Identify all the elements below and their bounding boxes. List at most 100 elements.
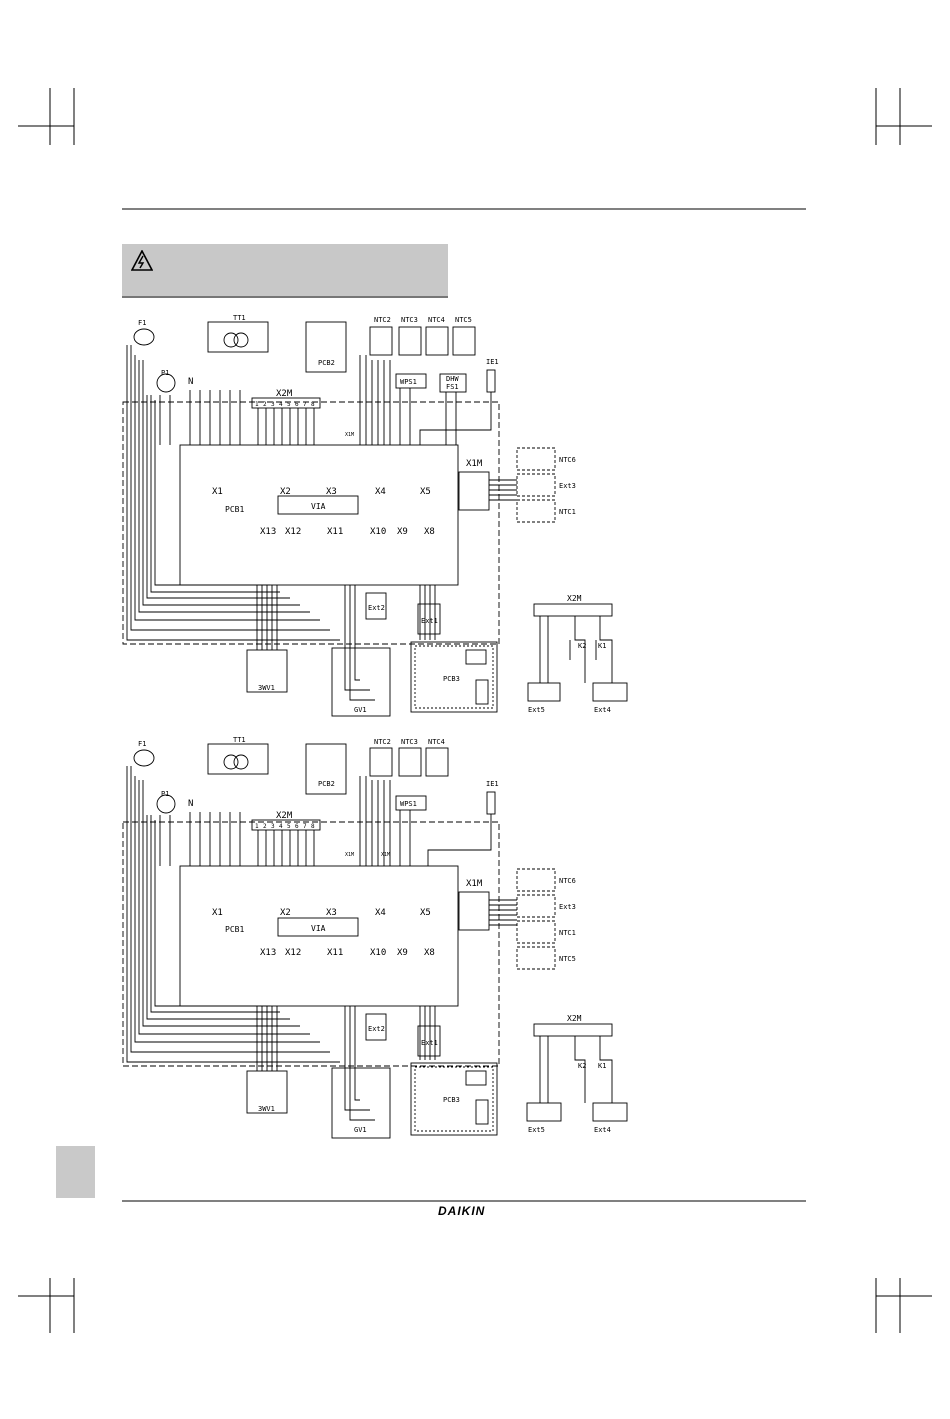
section-tab (56, 1146, 95, 1198)
label-NTC5: NTC5 (455, 316, 472, 324)
label-X3-b: X3 (326, 908, 337, 918)
svg-text:8: 8 (311, 823, 315, 830)
label-X2M-b: X2M (276, 811, 293, 821)
label-X4-b: X4 (375, 908, 386, 918)
label-X8: X8 (424, 527, 435, 537)
label-X9: X9 (397, 527, 408, 537)
label-NTC2-b: NTC2 (374, 738, 391, 746)
label-NTC4: NTC4 (428, 316, 445, 324)
svg-text:7: 7 (303, 401, 307, 408)
label-GV1: GV1 (354, 706, 367, 714)
label-NTC1-b: NTC1 (559, 929, 576, 937)
label-K2: K2 (578, 642, 586, 650)
label-Ext5-b: Ext5 (528, 1126, 545, 1134)
warning-banner (122, 244, 448, 297)
label-IE1: IE1 (486, 358, 499, 366)
label-TT1-b: TT1 (233, 736, 246, 744)
label-Ext2: Ext2 (368, 604, 385, 612)
label-X12-b: X12 (285, 948, 301, 958)
svg-text:8: 8 (311, 401, 315, 408)
label-K2-b: K2 (578, 1062, 586, 1070)
label-NTC1: NTC1 (559, 508, 576, 516)
label-Ext4: Ext4 (594, 706, 611, 714)
label-N-b: N (188, 799, 193, 809)
label-F1-b: F1 (138, 740, 146, 748)
svg-text:4: 4 (279, 823, 283, 830)
label-X1M-b: X1M (466, 879, 483, 889)
label-Ext5: Ext5 (528, 706, 545, 714)
label-PCB2: PCB2 (318, 359, 335, 367)
label-X1-b: X1 (212, 908, 223, 918)
label-X2: X2 (280, 487, 291, 497)
label-X1M-small-a: X1M (345, 852, 354, 858)
label-NTC6-b: NTC6 (559, 877, 576, 885)
label-VIA-b: VIA (311, 924, 326, 933)
label-VIA: VIA (311, 502, 326, 511)
label-K1-b: K1 (598, 1062, 606, 1070)
label-X11: X11 (327, 527, 343, 537)
label-NTC6: NTC6 (559, 456, 576, 464)
label-X2M: X2M (276, 389, 293, 399)
label-X13-b: X13 (260, 948, 276, 958)
warning-banner-rule (122, 296, 448, 298)
label-Ext1: Ext1 (421, 617, 438, 625)
label-NTC3: NTC3 (401, 316, 418, 324)
label-X13: X13 (260, 527, 276, 537)
label-X4: X4 (375, 487, 386, 497)
svg-text:3: 3 (271, 401, 275, 408)
label-PCB1: PCB1 (225, 505, 244, 514)
label-Ext1-b: Ext1 (421, 1039, 438, 1047)
label-X10: X10 (370, 527, 386, 537)
svg-text:1: 1 (255, 823, 259, 830)
label-WPS1: WPS1 (400, 378, 417, 386)
label-X2M-right: X2M (567, 594, 582, 603)
label-NTC5-b: NTC5 (559, 955, 576, 963)
label-Ext2-b: Ext2 (368, 1025, 385, 1033)
svg-text:5: 5 (287, 401, 291, 408)
label-X1M: X1M (466, 459, 483, 469)
label-X11-b: X11 (327, 948, 343, 958)
svg-text:1: 1 (255, 401, 259, 408)
x2m-terminal-labels-bottom: 1 2 3 4 5 6 7 8 (255, 823, 315, 830)
label-X1: X1 (212, 487, 223, 497)
label-PCB2-b: PCB2 (318, 780, 335, 788)
label-X2M-right-b: X2M (567, 1014, 582, 1023)
label-Ext4-b: Ext4 (594, 1126, 611, 1134)
svg-text:2: 2 (263, 823, 267, 830)
label-FS1: FS1 (446, 383, 459, 391)
label-X2-b: X2 (280, 908, 291, 918)
label-3WV1: 3WV1 (258, 684, 275, 692)
label-X5: X5 (420, 487, 431, 497)
label-PCB1-b: PCB1 (225, 925, 244, 934)
label-Ext3-b: Ext3 (559, 903, 576, 911)
label-X5-b: X5 (420, 908, 431, 918)
label-P1-b: P1 (161, 790, 169, 798)
svg-text:7: 7 (303, 823, 307, 830)
label-PCB3: PCB3 (443, 675, 460, 683)
svg-text:5: 5 (287, 823, 291, 830)
label-NTC2: NTC2 (374, 316, 391, 324)
x2m-terminal-labels-top: 1 2 3 4 5 6 7 8 (255, 401, 315, 408)
label-NTC3-b: NTC3 (401, 738, 418, 746)
label-X1M-small: X1M (345, 432, 354, 438)
label-X3: X3 (326, 487, 337, 497)
label-X10-b: X10 (370, 948, 386, 958)
label-IE1-b: IE1 (486, 780, 499, 788)
svg-text:3: 3 (271, 823, 275, 830)
daikin-logo: DAIKIN (438, 1204, 486, 1218)
electric-hazard-icon (131, 250, 153, 271)
svg-text:4: 4 (279, 401, 283, 408)
label-Ext3: Ext3 (559, 482, 576, 490)
label-P1: P1 (161, 369, 169, 377)
label-X9-b: X9 (397, 948, 408, 958)
svg-text:6: 6 (295, 823, 299, 830)
label-PCB3-b: PCB3 (443, 1096, 460, 1104)
label-TT1: TT1 (233, 314, 246, 322)
label-DHW: DHW (446, 375, 459, 383)
label-WPS1-b: WPS1 (400, 800, 417, 808)
label-N: N (188, 377, 193, 387)
label-X12: X12 (285, 527, 301, 537)
